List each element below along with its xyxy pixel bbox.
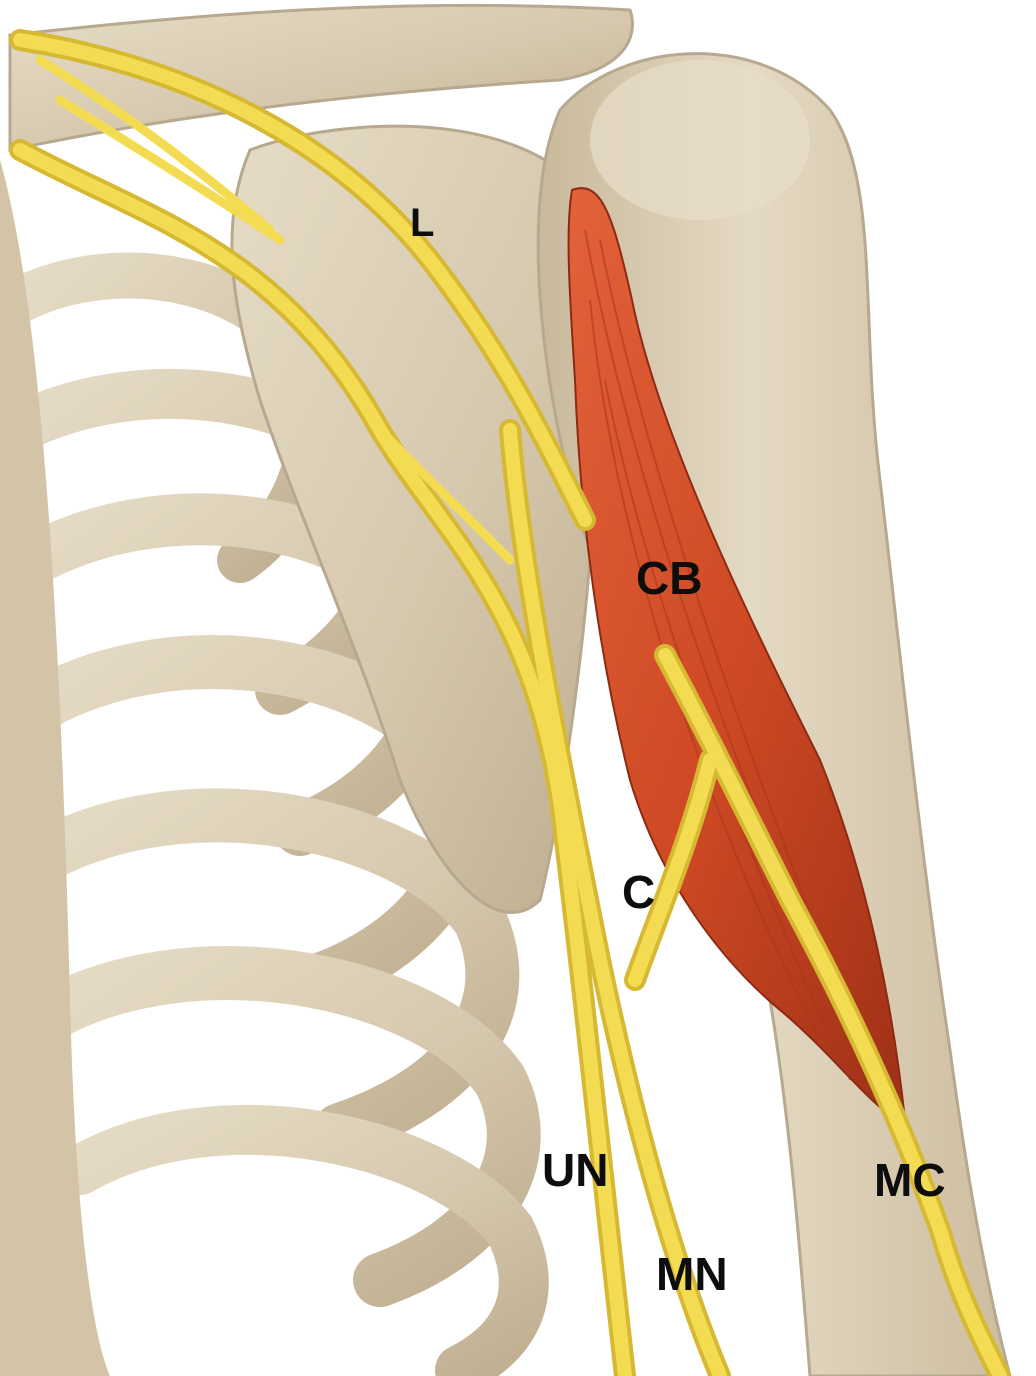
humeral-head-highlight [590, 60, 810, 220]
label-mc: MC [874, 1154, 946, 1206]
label-un: UN [542, 1144, 608, 1196]
label-c: C [622, 866, 655, 918]
label-l: L [410, 201, 434, 245]
label-cb: CB [636, 552, 702, 604]
label-mn: MN [656, 1248, 728, 1300]
